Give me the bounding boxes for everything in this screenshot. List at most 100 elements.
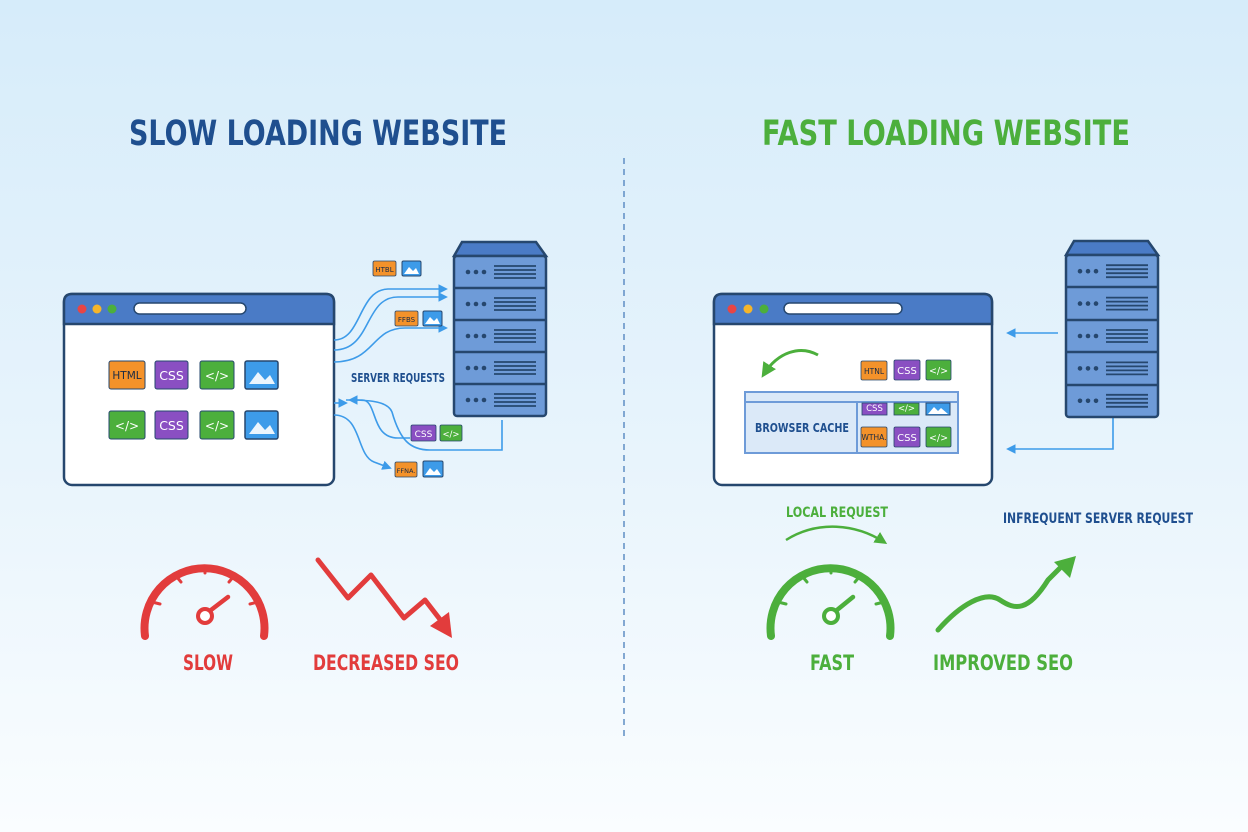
server-led-dot — [1093, 398, 1099, 404]
fast-server-icon — [1063, 239, 1161, 419]
server-led-dot — [465, 301, 471, 307]
server-led-dot — [1093, 366, 1099, 371]
image-icon — [244, 360, 279, 390]
tile-code-label: </> — [205, 419, 229, 433]
server-requests-label: SERVER REQUESTS — [351, 371, 445, 385]
image-icon — [925, 402, 951, 416]
address-bar — [133, 302, 247, 315]
tile-css-label: CSS — [159, 418, 184, 433]
tile-html-label: HTML — [112, 370, 141, 382]
server-led-dot — [1077, 366, 1083, 371]
chip-code: </> — [925, 426, 952, 448]
server-led-dot — [1077, 398, 1083, 404]
tile-code-label: </> — [115, 419, 139, 433]
chip-code: </> — [893, 402, 920, 416]
chip-html: HTNL — [860, 360, 888, 381]
decreased-seo-label: DECREASED SEO — [313, 651, 459, 675]
chip-label: FFNA. — [397, 467, 416, 475]
slow-label: SLOW — [183, 651, 233, 675]
window-maximize-dot — [107, 304, 117, 314]
chip-label: CSS — [866, 404, 883, 414]
chip-label: CSS — [897, 433, 917, 444]
tile-code-label: </> — [205, 369, 229, 383]
server-led-dot — [1093, 268, 1099, 274]
local-request-label: LOCAL REQUEST — [786, 505, 888, 521]
chip-code: </> — [439, 424, 463, 442]
browser-cache-box — [744, 391, 959, 454]
chip-label: WTHA. — [861, 433, 886, 442]
improved-seo-label: IMPROVED SEO — [933, 651, 1073, 675]
image-icon — [401, 260, 422, 277]
slow-title: SLOW LOADING WEBSITE — [129, 114, 507, 154]
fast-title: FAST LOADING WEBSITE — [762, 114, 1130, 154]
server-led-dot — [481, 333, 487, 339]
slow-browser-window — [62, 292, 336, 487]
server-led-dot — [473, 333, 479, 339]
chip-css: CSS — [893, 426, 921, 448]
image-icon — [422, 460, 444, 478]
server-led-dot — [473, 365, 479, 371]
fast-speedometer-icon — [766, 564, 895, 640]
server-led-dot — [1085, 398, 1091, 404]
server-led-dot — [481, 365, 487, 371]
infrequent-server-request-label: INFREQUENT SERVER REQUEST — [1003, 511, 1193, 527]
chip-label: </> — [898, 404, 915, 414]
server-led-dot — [1085, 268, 1091, 274]
address-bar — [783, 302, 903, 315]
chip-label: </> — [929, 433, 948, 444]
fast-request-arrows — [1006, 328, 1114, 454]
chip-html: FFBS — [394, 310, 419, 327]
cache-return-arrow — [761, 349, 819, 378]
server-led-dot — [1093, 333, 1099, 339]
image-icon — [422, 310, 443, 327]
tile-css: CSS — [154, 360, 189, 390]
tile-css: CSS — [154, 410, 189, 440]
window-minimize-dot — [92, 304, 102, 314]
image-icon — [244, 410, 279, 440]
chip-label: CSS — [415, 430, 433, 440]
window-close-dot — [727, 304, 737, 314]
chip-code: </> — [925, 359, 952, 381]
chip-html: HTBL — [372, 260, 397, 277]
server-led-dot — [1077, 333, 1083, 339]
server-led-dot — [465, 397, 471, 403]
chip-html: FFNA. — [394, 461, 418, 478]
server-led-dot — [1085, 333, 1091, 339]
server-led-dot — [481, 269, 487, 275]
browser-cache-label: BROWSER CACHE — [755, 421, 849, 435]
window-minimize-dot — [743, 304, 753, 314]
server-led-dot — [465, 333, 471, 339]
server-led-dot — [1093, 301, 1099, 306]
chip-css: CSS — [861, 402, 888, 416]
server-led-dot — [465, 269, 471, 275]
chip-label: </> — [929, 366, 948, 377]
chip-label: FFBS — [398, 316, 416, 324]
chip-html: WTHA. — [860, 426, 888, 448]
tile-html: HTML — [108, 360, 146, 390]
slow-server-icon — [451, 240, 549, 418]
window-close-dot — [77, 304, 87, 314]
chip-css: CSS — [893, 359, 921, 381]
server-led-dot — [1085, 301, 1091, 306]
server-led-dot — [473, 397, 479, 403]
local-request-arrow — [785, 525, 888, 545]
server-led-dot — [481, 397, 487, 403]
tile-code: </> — [199, 360, 235, 390]
fast-browser-window — [712, 292, 994, 487]
trend-down-icon — [315, 557, 452, 638]
chip-label: HTNL — [864, 367, 885, 376]
window-maximize-dot — [759, 304, 769, 314]
fast-label: FAST — [810, 651, 855, 675]
server-led-dot — [465, 365, 471, 371]
server-led-dot — [473, 301, 479, 307]
slow-request-arrows — [333, 284, 503, 470]
server-led-dot — [1085, 366, 1091, 371]
tile-code: </> — [108, 410, 146, 440]
server-led-dot — [481, 301, 487, 307]
server-led-dot — [1077, 268, 1083, 274]
server-led-dot — [1077, 301, 1083, 306]
tile-code: </> — [199, 410, 235, 440]
slow-speedometer-icon — [140, 564, 269, 640]
tile-css-label: CSS — [159, 368, 184, 383]
chip-label: CSS — [897, 366, 917, 377]
